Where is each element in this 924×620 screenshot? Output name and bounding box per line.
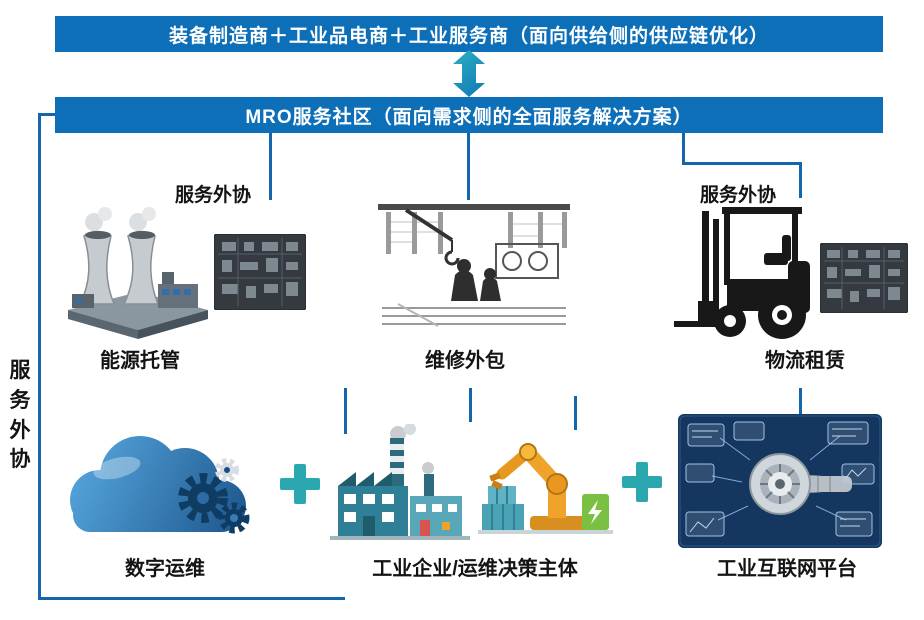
connector-logistics-across — [682, 162, 802, 165]
robot-arm-illustration — [478, 443, 613, 534]
side-vertical-label: 服务外协 — [9, 359, 31, 472]
cloud-gears-illustration — [70, 436, 250, 534]
circuit-board-logistics-illustration — [820, 243, 908, 313]
connector-energy — [269, 133, 272, 200]
label-platform: 工业互联网平台 — [717, 558, 857, 580]
tag-logistics-outsourcing: 服务外协 — [700, 185, 777, 206]
connector-repair — [467, 133, 470, 205]
mro-community-banner: MRO服务社区（面向需求侧的全面服务解决方案） — [55, 97, 883, 133]
label-repair: 维修外包 — [425, 350, 505, 372]
connector-repair-enterprise — [469, 388, 472, 422]
power-plant-illustration — [68, 207, 208, 339]
label-digital-ops: 数字运维 — [125, 558, 205, 580]
supply-side-banner: 装备制造商＋工业品电商＋工业服务商（面向供给侧的供应链优化） — [55, 16, 883, 52]
up-down-arrow-icon — [453, 50, 485, 97]
connector-logistics-into — [799, 162, 802, 198]
tag-energy-outsourcing: 服务外协 — [175, 185, 252, 206]
connector-bottom-horizontal — [38, 597, 345, 600]
connector-repair-robot — [574, 396, 577, 430]
label-energy: 能源托管 — [100, 350, 180, 372]
plus-icon — [280, 464, 320, 504]
connector-logistics-down — [682, 133, 685, 165]
connector-left-vertical — [38, 113, 41, 600]
plus-icon-bar-vertical — [294, 464, 306, 504]
factory-illustration — [330, 424, 470, 540]
connector-left-stub — [38, 113, 55, 116]
supply-side-banner-text: 装备制造商＋工业品电商＋工业服务商（面向供给侧的供应链优化） — [168, 25, 769, 47]
connector-logistics-platform — [799, 388, 802, 416]
plus-icon-bar-vertical — [636, 462, 648, 502]
maintenance-workshop-illustration — [378, 200, 570, 330]
industrial-internet-platform-illustration — [678, 414, 882, 548]
circuit-board-energy-illustration — [214, 234, 306, 310]
plus-icon — [622, 462, 662, 502]
forklift-illustration — [674, 207, 810, 339]
mro-community-banner-text: MRO服务社区（面向需求侧的全面服务解决方案） — [245, 106, 693, 128]
label-logistics: 物流租赁 — [765, 350, 845, 372]
label-enterprise: 工业企业/运维决策主体 — [372, 558, 578, 580]
connector-energy-digital — [344, 388, 347, 434]
